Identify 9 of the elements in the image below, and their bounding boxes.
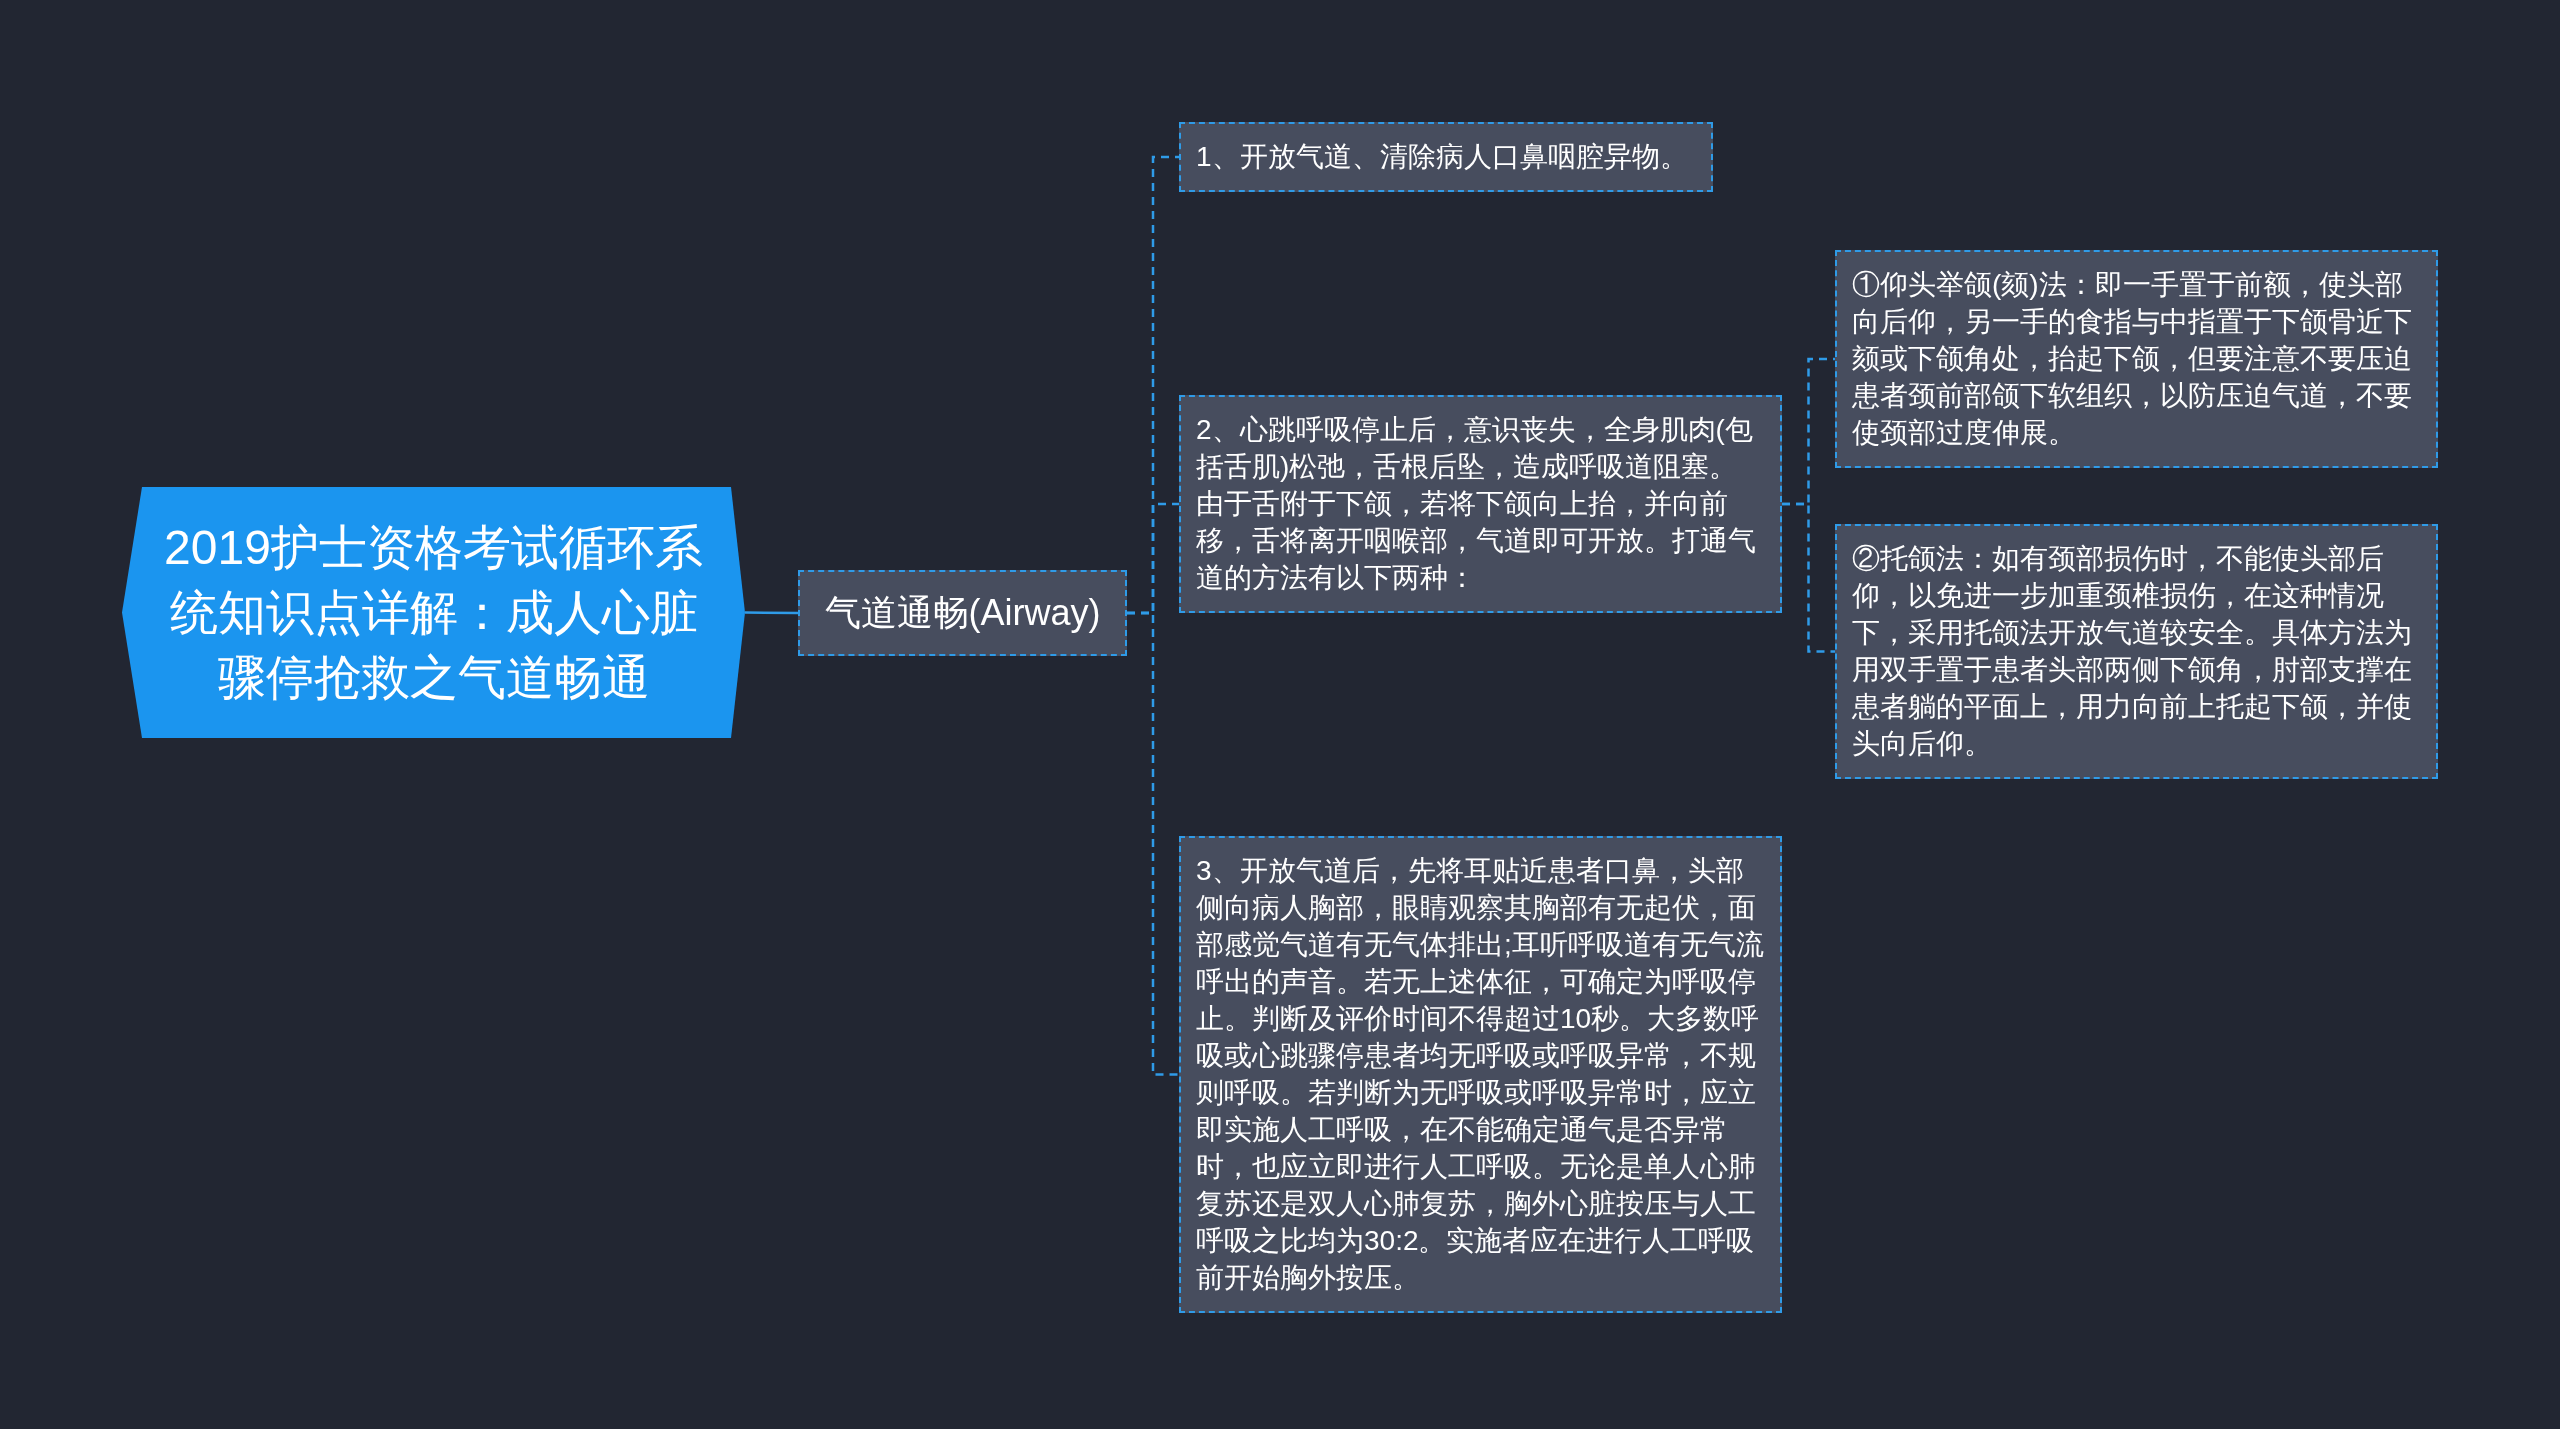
connector-line	[1782, 502, 1835, 653]
topic-box: 2、心跳呼吸停止后，意识丧失，全身肌肉(包括舌肌)松弛，舌根后坠，造成呼吸道阻塞。由于舌附于下颌，若将下颌向上抬，并向前移，舌将离开咽喉部，气道即可开放。打通气道的方法有以下两种：	[1179, 395, 1782, 613]
connector-line	[745, 611, 798, 615]
topic-box: 气道通畅(Airway)	[798, 570, 1127, 656]
topic-box: 1、开放气道、清除病人口鼻咽腔异物。	[1179, 122, 1713, 192]
topic-box: 3、开放气道后，先将耳贴近患者口鼻，头部侧向病人胸部，眼睛观察其胸部有无起伏，面部感觉气道有无气体排出;耳听呼吸道有无气流呼出的声音。若无上述体征，可确定为呼吸停止。判断及评价时间不得超过10秒。大多数呼吸或心跳骤停患者均无呼吸或呼吸异常，不规则呼吸。若判断为无呼吸或呼吸异常时，应立即实施人工呼吸，在不能确定通气是否异常时，也应立即进行人工呼吸。无论是单人心肺复苏还是双人心肺复苏，胸外心脏按压与人工呼吸之比均为30:2。实施者应在进行人工呼吸前开始胸外按压。	[1179, 836, 1782, 1313]
topic-box: ①仰头举颌(颏)法：即一手置于前额，使头部向后仰，另一手的食指与中指置于下颌骨近下颏或下颌角处，抬起下颌，但要注意不要压迫患者颈前部颌下软组织，以防压迫气道，不要使颈部过度伸展。	[1835, 250, 2438, 468]
topic-box: ②托颌法：如有颈部损伤时，不能使头部后仰，以免进一步加重颈椎损伤，在这种情况下，采用托颌法开放气道较安全。具体方法为用双手置于患者头部两侧下颌角，肘部支撑在患者躺的平面上，用力向前上托起下颌，并使头向后仰。	[1835, 524, 2438, 779]
connector-line	[1127, 611, 1179, 1076]
